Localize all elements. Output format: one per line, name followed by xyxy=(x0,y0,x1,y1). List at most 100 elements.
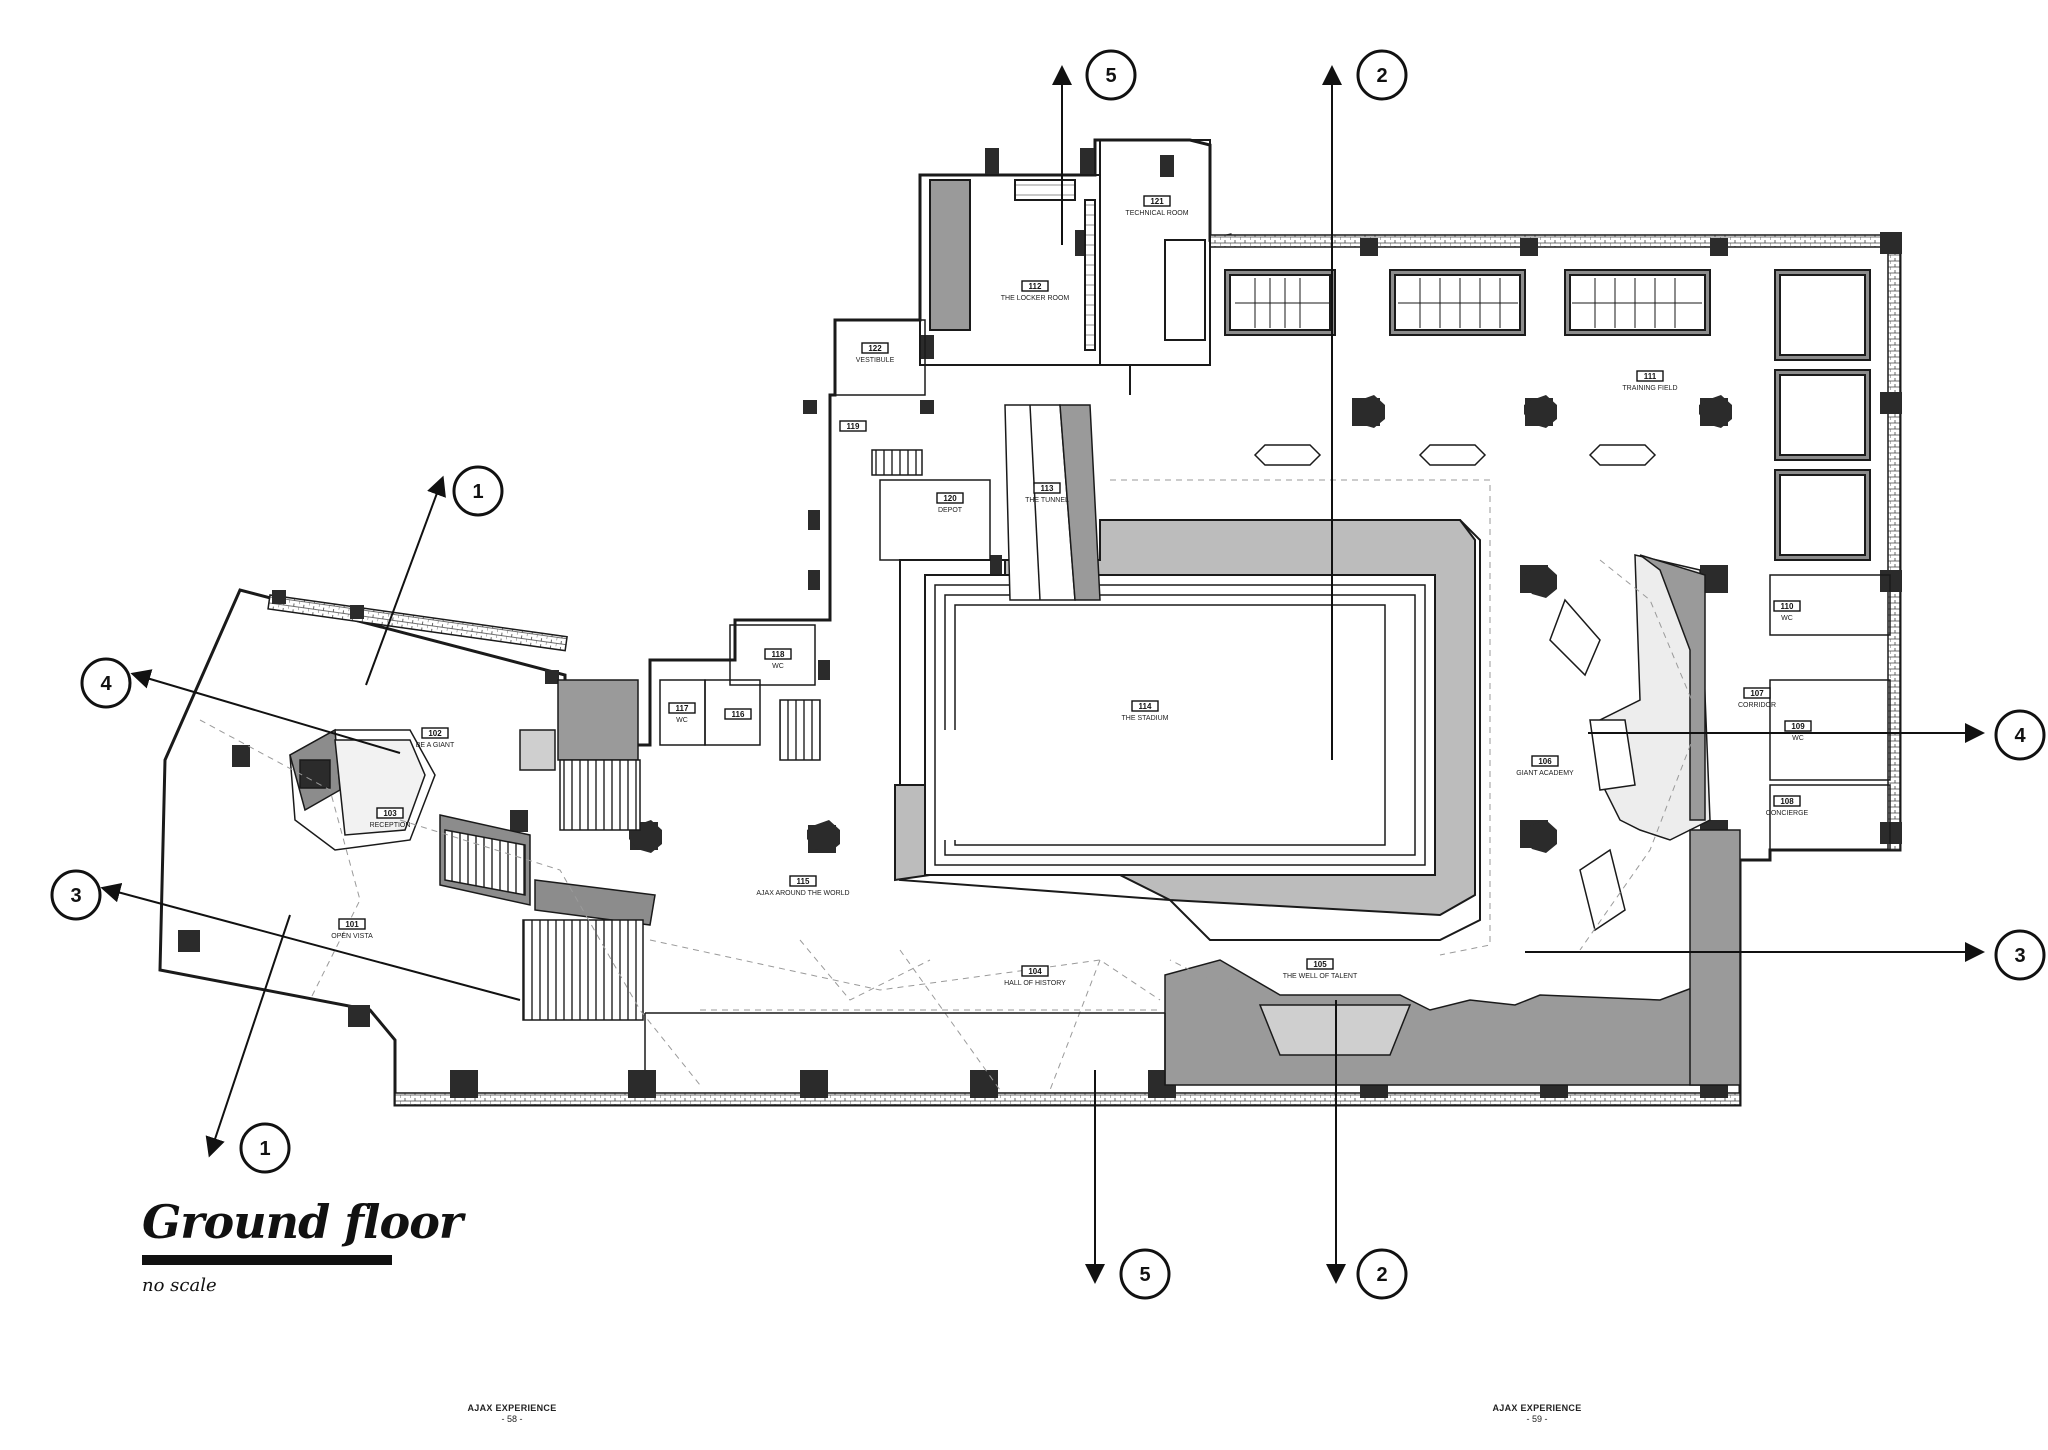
room-number: 113 xyxy=(1041,484,1054,493)
room-number: 114 xyxy=(1139,702,1152,711)
room-number: 101 xyxy=(345,920,359,929)
section-marker: 5 xyxy=(1085,1070,1171,1300)
page-title: Ground floor xyxy=(142,1195,463,1249)
room-number: 106 xyxy=(1538,757,1552,766)
benches xyxy=(1253,444,1657,466)
room-number-box xyxy=(376,807,404,819)
room-number-box xyxy=(1531,755,1559,767)
room-name: WC xyxy=(676,717,688,724)
room-number-box xyxy=(1636,370,1664,382)
room-name: WC xyxy=(1792,735,1804,742)
room-number: 119 xyxy=(847,422,860,431)
room-number-box xyxy=(668,702,696,714)
projection-lines xyxy=(199,479,1701,1091)
section-marker-number: 2 xyxy=(1376,65,1387,87)
room-number-box xyxy=(338,918,366,930)
section-marker-number: 1 xyxy=(472,481,483,503)
footer-left-page: - 58 - xyxy=(501,1414,523,1424)
room-name: WC xyxy=(1781,615,1793,622)
scale-note: no scale xyxy=(142,1275,217,1296)
service-rooms xyxy=(659,319,1891,851)
room-name: TECHNICAL ROOM xyxy=(1125,210,1188,217)
tunnel xyxy=(1004,404,1101,601)
section-marker-number: 4 xyxy=(2014,725,2026,747)
room-number-box xyxy=(1773,795,1801,807)
room-name: CONCIERGE xyxy=(1766,810,1809,817)
room-number-box xyxy=(1784,720,1812,732)
section-marker: 4 xyxy=(80,657,401,754)
room-name: THE TUNNEL xyxy=(1025,497,1069,504)
room-number: 116 xyxy=(732,710,745,719)
room-number-box xyxy=(1033,482,1061,494)
footer-left-text: AJAX EXPERIENCE xyxy=(467,1403,557,1413)
room-number-box xyxy=(1773,600,1801,612)
room-number: 103 xyxy=(383,809,397,818)
title-block: Ground floor no scale xyxy=(142,1195,463,1296)
section-marker: 2 xyxy=(1326,1000,1408,1300)
room-name: GIANT ACADEMY xyxy=(1516,770,1574,777)
room-number-box xyxy=(1021,965,1049,977)
section-line xyxy=(205,914,291,1158)
room-number: 102 xyxy=(428,729,442,738)
room-name: BE A GIANT xyxy=(416,742,455,749)
room-number: 110 xyxy=(1781,602,1794,611)
room-number-box xyxy=(1743,687,1771,699)
section-marker-number: 5 xyxy=(1105,65,1116,87)
room-name: OPEN VISTA xyxy=(331,933,373,940)
room-number: 117 xyxy=(676,704,689,713)
room-number-box xyxy=(861,342,889,354)
section-marker-circle xyxy=(50,869,102,921)
section-marker: 3 xyxy=(50,869,521,1001)
section-marker-number: 3 xyxy=(70,885,81,907)
section-marker: 4 xyxy=(1588,709,2046,761)
footer-right: AJAX EXPERIENCE - 59 - xyxy=(1457,1403,1617,1424)
room-number: 121 xyxy=(1150,197,1164,206)
section-marker-number: 5 xyxy=(1139,1264,1150,1286)
locker-room-block xyxy=(919,139,1211,395)
room-name: TRAINING FIELD xyxy=(1622,385,1677,392)
room-number: 104 xyxy=(1028,967,1042,976)
room-name: RECEPTION xyxy=(370,822,411,829)
room-number: 112 xyxy=(1029,282,1042,291)
section-marker: 1 xyxy=(205,914,291,1174)
room-number: 109 xyxy=(1791,722,1805,731)
hall-axis xyxy=(644,1012,1166,1085)
section-marker-circle xyxy=(1356,49,1408,101)
section-marker: 5 xyxy=(1052,49,1137,245)
section-marker-number: 2 xyxy=(1376,1264,1387,1286)
section-marker: 3 xyxy=(1525,929,2046,981)
room-number-box xyxy=(1306,958,1334,970)
footer-left: AJAX EXPERIENCE - 58 - xyxy=(432,1403,592,1424)
section-marker-circle xyxy=(1994,709,2046,761)
room-number: 118 xyxy=(772,650,785,659)
room-number-box xyxy=(1143,195,1171,207)
room-number: 120 xyxy=(943,494,957,503)
room-name: THE STADIUM xyxy=(1122,715,1169,722)
giant-academy xyxy=(1549,554,1741,1086)
section-marker-circle xyxy=(1085,49,1137,101)
room-number: 122 xyxy=(868,344,882,353)
section-marker-number: 3 xyxy=(2014,945,2025,967)
room-name: DEPOT xyxy=(938,507,963,514)
room-number-box xyxy=(764,648,792,660)
section-line xyxy=(100,882,521,1001)
room-number: 105 xyxy=(1313,960,1327,969)
room-label: 102 BE A GIANT xyxy=(416,727,455,749)
stairs xyxy=(522,449,923,1021)
